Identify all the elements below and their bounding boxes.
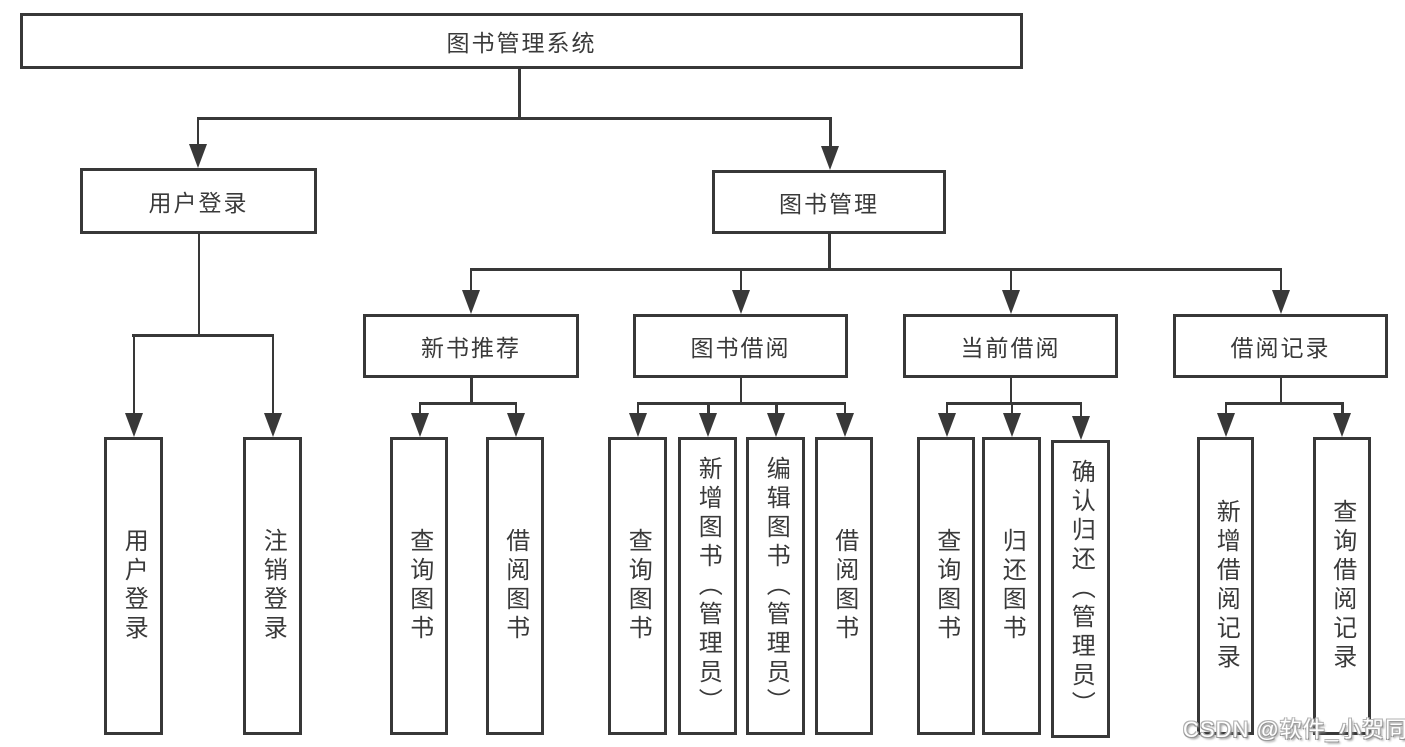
connector-line (1009, 378, 1012, 404)
connector-line (1279, 378, 1282, 404)
connector-line (775, 402, 778, 416)
leaf-add-borrow-record-label: 新增借阅记录 (1212, 499, 1240, 673)
connector-line (843, 402, 846, 416)
node-root: 图书管理系统 (20, 13, 1023, 69)
arrowhead-icon (835, 413, 854, 437)
leaf-recommend-query-books: 查询图书 (390, 437, 448, 735)
leaf-add-books-admin-label: 新增图书（管理员） (694, 455, 722, 717)
connector-line (739, 378, 742, 404)
leaf-return-books: 归还图书 (982, 437, 1041, 735)
connector-line (1224, 402, 1227, 416)
arrowhead-icon (1271, 290, 1290, 314)
node-new-book-recommend: 新书推荐 (363, 314, 579, 378)
arrowhead-icon (1001, 290, 1020, 314)
node-book-borrow-label: 图书借阅 (690, 335, 791, 361)
connector-line (945, 402, 1082, 405)
leaf-return-books-label: 归还图书 (998, 528, 1026, 644)
connector-line (418, 402, 517, 405)
connector-line (1009, 268, 1012, 294)
connector-line (470, 378, 473, 404)
connector-line (1079, 402, 1082, 418)
node-borrow-records: 借阅记录 (1173, 314, 1388, 378)
node-book-borrow: 图书借阅 (633, 314, 848, 378)
arrowhead-icon (1216, 413, 1235, 437)
arrowhead-icon (731, 290, 750, 314)
connector-line (518, 69, 521, 117)
leaf-user-login: 用户登录 (104, 437, 163, 735)
node-user-login: 用户登录 (80, 168, 317, 234)
leaf-edit-books-admin-label: 编辑图书（管理员） (762, 455, 790, 717)
node-borrow-records-label: 借阅记录 (1230, 335, 1331, 361)
connector-line (1341, 402, 1344, 416)
leaf-current-query-books-label: 查询图书 (932, 528, 960, 644)
leaf-logout: 注销登录 (243, 437, 302, 735)
arrowhead-icon (767, 413, 785, 437)
arrowhead-icon (410, 413, 429, 437)
leaf-logout-label: 注销登录 (259, 528, 287, 644)
node-current-borrow: 当前借阅 (903, 314, 1118, 378)
connector-line (829, 117, 832, 149)
connector-line (469, 268, 472, 294)
node-book-management: 图书管理 (712, 170, 946, 234)
connector-line (1010, 402, 1013, 416)
node-root-label: 图书管理系统 (446, 30, 597, 56)
connector-line (132, 334, 135, 418)
arrowhead-icon (188, 144, 207, 168)
arrowhead-icon (628, 413, 647, 437)
leaf-add-borrow-record: 新增借阅记录 (1197, 437, 1254, 735)
connector-line (707, 402, 710, 416)
leaf-confirm-return-admin-label: 确认归还（管理员） (1067, 458, 1095, 720)
leaf-borrow-query-books: 查询图书 (608, 437, 667, 735)
connector-line (945, 402, 948, 416)
arrowhead-icon (821, 146, 839, 170)
node-book-management-label: 图书管理 (779, 191, 879, 217)
arrowhead-icon (937, 413, 956, 437)
leaf-borrow-borrow-books: 借阅图书 (815, 437, 873, 735)
leaf-edit-books-admin: 编辑图书（管理员） (746, 437, 805, 735)
connector-line (196, 117, 199, 147)
leaf-borrow-borrow-books-label: 借阅图书 (830, 528, 858, 644)
connector-line (1279, 268, 1282, 294)
connector-line (197, 117, 831, 120)
leaf-confirm-return-admin: 确认归还（管理员） (1051, 440, 1110, 738)
arrowhead-icon (1333, 413, 1351, 437)
node-current-borrow-label: 当前借阅 (960, 335, 1061, 361)
connector-line (1224, 402, 1344, 405)
leaf-recommend-borrow-books-label: 借阅图书 (501, 528, 529, 644)
leaf-query-borrow-record: 查询借阅记录 (1313, 437, 1371, 735)
leaf-user-login-label: 用户登录 (120, 528, 148, 644)
connector-line (514, 402, 517, 416)
arrowhead-icon (461, 290, 480, 314)
leaf-add-books-admin: 新增图书（管理员） (678, 437, 737, 735)
connector-line (469, 268, 1282, 271)
connector-line (828, 234, 831, 270)
node-user-login-label: 用户登录 (148, 190, 249, 216)
leaf-recommend-query-books-label: 查询图书 (405, 528, 433, 644)
leaf-query-borrow-record-label: 查询借阅记录 (1328, 499, 1356, 673)
leaf-borrow-query-books-label: 查询图书 (624, 528, 652, 644)
arrowhead-icon (506, 413, 525, 437)
connector-line (132, 334, 274, 337)
connector-line (637, 402, 845, 405)
arrowhead-icon (699, 413, 717, 437)
connector-line (739, 268, 742, 294)
node-new-book-recommend-label: 新书推荐 (421, 335, 521, 361)
arrowhead-icon (124, 413, 143, 437)
connector-line (197, 234, 200, 336)
connector-line (636, 402, 639, 416)
connector-line (271, 334, 274, 418)
connector-line (418, 402, 421, 416)
leaf-current-query-books: 查询图书 (917, 437, 975, 735)
arrowhead-icon (1071, 416, 1090, 440)
arrowhead-icon (263, 413, 282, 437)
leaf-recommend-borrow-books: 借阅图书 (486, 437, 544, 735)
csdn-watermark: CSDN @软件_小贺同学 (1183, 717, 1405, 742)
arrowhead-icon (1002, 413, 1021, 437)
